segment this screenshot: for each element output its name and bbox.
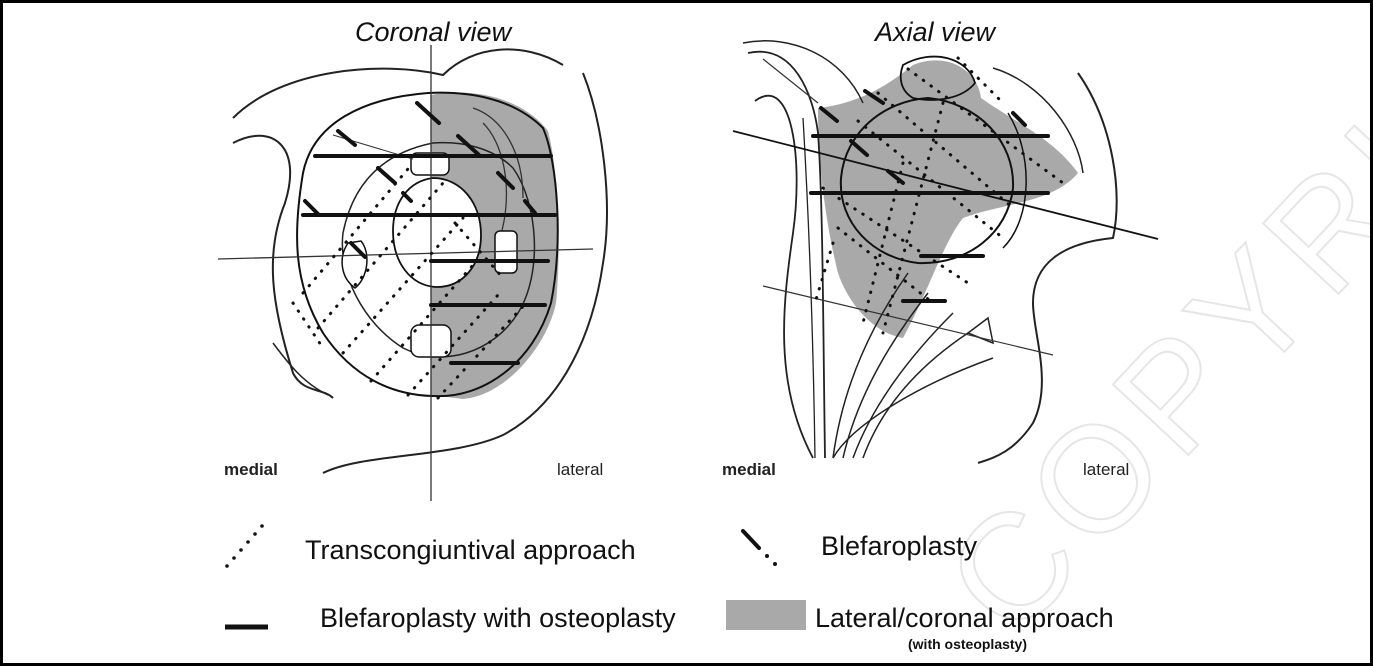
legend-osteoplasty-label: Blefaroplasty with osteoplasty — [320, 603, 676, 634]
axial-medial-label: medial — [722, 460, 776, 480]
axial-view-title: Axial view — [875, 17, 995, 48]
legend-symbols — [3, 3, 1373, 666]
legend-lateral-coronal-note: (with osteoplasty) — [908, 636, 1027, 652]
coronal-medial-label: medial — [224, 460, 278, 480]
legend-dots-icon — [225, 524, 264, 568]
coronal-lateral-label: lateral — [557, 460, 603, 480]
legend-dash-dot-icon — [743, 531, 777, 566]
axial-lateral-label: lateral — [1083, 460, 1129, 480]
legend-shaded-swatch — [726, 600, 806, 630]
legend-lateral-coronal-label: Lateral/coronal approach — [815, 603, 1114, 634]
legend-blefaroplasty-label: Blefaroplasty — [821, 531, 977, 562]
coronal-view-title: Coronal view — [355, 17, 511, 48]
legend-transconjunctival-label: Transcongiuntival approach — [305, 535, 636, 566]
